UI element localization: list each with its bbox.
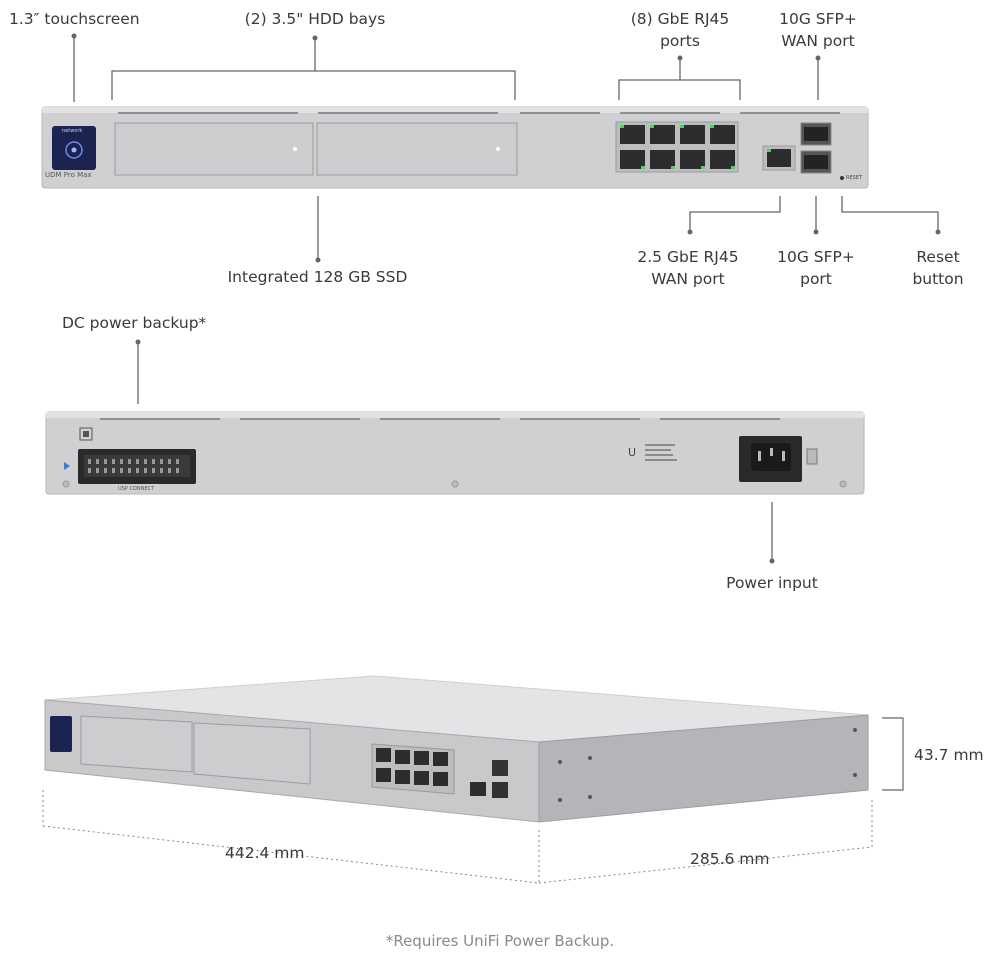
front-leader-lines [73,36,939,260]
svg-text:U: U [628,446,636,459]
hdd-bays-label: (2) 3.5" HDD bays [244,10,386,28]
perspective-view [44,675,869,823]
touchscreen [52,126,96,170]
screen-text: network [62,128,83,134]
power-input-label: Power input [726,574,818,592]
dc-backup-label: DC power backup* [62,314,207,332]
height-dimension: 43.7 mm [914,746,984,764]
sfp-wan-label-line1: 10G SFP+ [779,10,857,28]
front-view [41,106,869,189]
ssd-label: Integrated 128 GB SSD [227,268,408,286]
wan25-label-line1: 2.5 GbE RJ45 [637,248,739,266]
width-dimension: 442.4 mm [225,844,305,862]
sfp-ports [800,122,832,174]
hdd-bay-2 [316,122,518,176]
rear-leader-lines [137,342,773,561]
hdd-bay-1 [114,122,314,176]
rj45-port-block [615,121,739,173]
touchscreen-label: 1.3″ touchscreen [9,10,140,28]
wan-rj45-port [762,145,796,171]
wan25-label-line2: WAN port [651,270,725,288]
usp-connect-print: USP CONNECT [118,486,155,492]
sfp-label-line1: 10G SFP+ [777,248,855,266]
sfp-label-line2: port [800,270,832,288]
reset-button [840,176,844,180]
height-bracket [882,717,904,791]
dc-backup-connector [78,449,196,484]
depth-dimension: 285.6 mm [690,850,770,868]
rear-view: U [45,411,865,495]
rj45-ports-label-line2: ports [660,32,700,50]
reset-label-line1: Reset [916,248,960,266]
reset-print: RESET [846,175,863,181]
dimension-lines [42,790,873,884]
reset-label-line2: button [912,270,964,288]
rj45-ports-label-line1: (8) GbE RJ45 [630,10,730,28]
sfp-wan-label-line2: WAN port [781,32,855,50]
model-print: UDM Pro Max [45,171,92,179]
footnote: *Requires UniFi Power Backup. [385,932,615,950]
power-inlet [739,436,818,482]
